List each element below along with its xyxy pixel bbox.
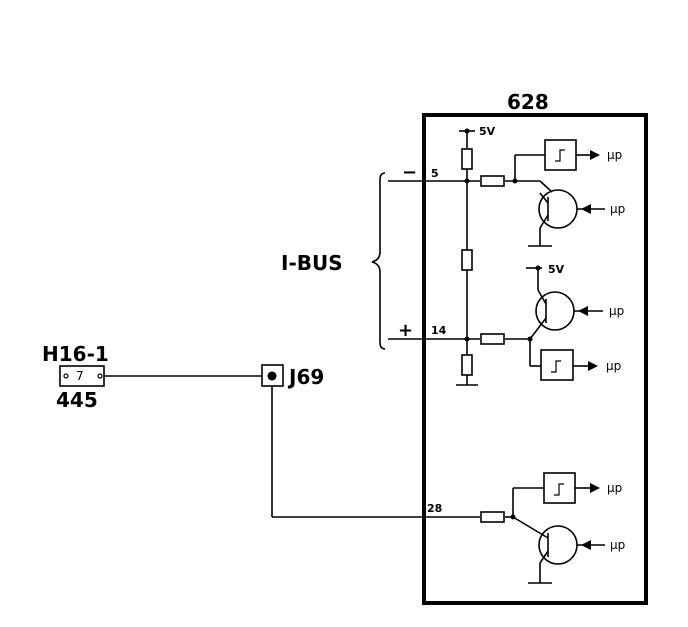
arrow-left-icon — [578, 306, 588, 316]
mp-label-6: μp — [610, 538, 625, 552]
transistor-3 — [538, 525, 578, 565]
connector-number: 445 — [56, 388, 98, 412]
resistor-pulldown — [461, 354, 473, 376]
schmitt-trigger-2 — [540, 349, 574, 381]
connector-pin-label: 7 — [76, 369, 84, 383]
arrow-left-icon — [581, 204, 591, 214]
arrow-right-icon — [590, 150, 600, 160]
junction-label: J69 — [287, 365, 324, 389]
arrow-left-icon — [581, 540, 591, 550]
module-628-box — [422, 113, 648, 605]
mp-label-5: μp — [607, 481, 622, 495]
connector-label: H16-1 — [42, 342, 109, 366]
connector-h16-1: H16-1 7 445 — [42, 342, 109, 412]
bus-brace — [371, 172, 386, 350]
module-label: 628 — [507, 90, 549, 114]
mp-label-4: μp — [606, 359, 621, 373]
pin-28-label: 28 — [427, 502, 442, 515]
supply-5v-label-mid: 5V — [548, 263, 565, 276]
resistor-minus-series — [480, 175, 505, 187]
mp-label-3: μp — [609, 304, 624, 318]
plus-sign: + — [398, 320, 413, 341]
arrow-right-icon — [588, 361, 598, 371]
transistor-1 — [538, 189, 578, 229]
junction-j69: J69 — [261, 364, 324, 389]
resistor-plus-series — [480, 333, 505, 345]
bus-plus-circuit: + 14 5V μp μp — [388, 263, 624, 386]
pin-5-label: 5 — [431, 167, 439, 180]
resistor-divider-middle — [461, 249, 473, 271]
minus-sign: − — [402, 162, 417, 183]
pin-28-circuit: 28 μp μp — [272, 472, 625, 584]
junction-dot — [267, 371, 277, 381]
bus-label: I-BUS — [281, 251, 343, 275]
resistor-pullup-top — [461, 148, 473, 170]
arrow-right-icon — [590, 483, 600, 493]
resistor-pin28-series — [480, 511, 505, 523]
pin-14-label: 14 — [431, 324, 447, 337]
supply-5v-label-top: 5V — [479, 125, 496, 138]
mp-label-2: μp — [610, 202, 625, 216]
mp-label-1: μp — [607, 148, 622, 162]
node-dot — [464, 336, 470, 342]
